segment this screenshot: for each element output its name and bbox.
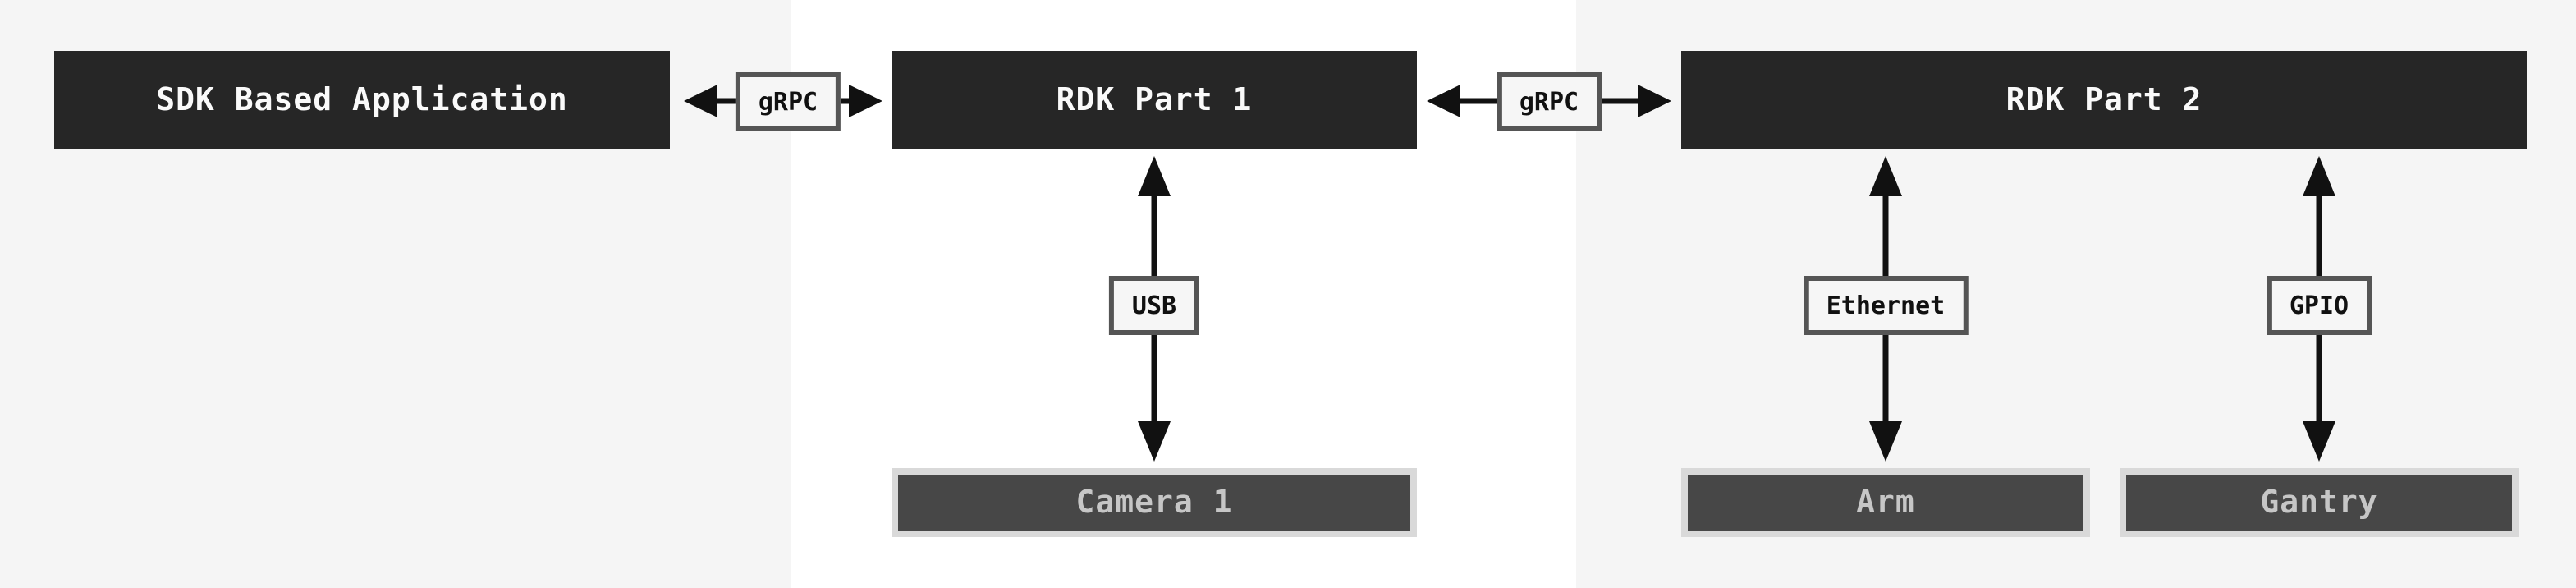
- connector-label-grpc-1-text: gRPC: [758, 86, 818, 116]
- node-arm: Arm: [1681, 468, 2090, 537]
- node-rdk-part-2: RDK Part 2: [1681, 51, 2527, 149]
- connector-label-grpc-1: gRPC: [735, 71, 841, 131]
- connector-label-gpio: GPIO: [2266, 276, 2372, 335]
- connector-label-gpio-text: GPIO: [2289, 291, 2349, 320]
- node-rdk-part-1: RDK Part 1: [892, 51, 1417, 149]
- connector-label-grpc-2-text: gRPC: [1519, 86, 1579, 116]
- connector-label-ethernet: Ethernet: [1803, 276, 1969, 335]
- node-camera-1-label: Camera 1: [1075, 485, 1233, 521]
- node-rdk-part-1-label: RDK Part 1: [1056, 82, 1253, 118]
- connector-label-usb: USB: [1108, 276, 1200, 335]
- node-sdk-based-application: SDK Based Application: [54, 51, 670, 149]
- node-sdk-based-application-label: SDK Based Application: [156, 82, 568, 118]
- connector-label-ethernet-text: Ethernet: [1826, 291, 1946, 320]
- node-rdk-part-2-label: RDK Part 2: [2005, 82, 2202, 118]
- node-gantry: Gantry: [2120, 468, 2519, 537]
- connector-label-grpc-2: gRPC: [1496, 71, 1602, 131]
- connector-label-usb-text: USB: [1131, 291, 1177, 320]
- node-camera-1: Camera 1: [892, 468, 1417, 537]
- node-gantry-label: Gantry: [2260, 485, 2378, 521]
- node-arm-label: Arm: [1856, 485, 1915, 521]
